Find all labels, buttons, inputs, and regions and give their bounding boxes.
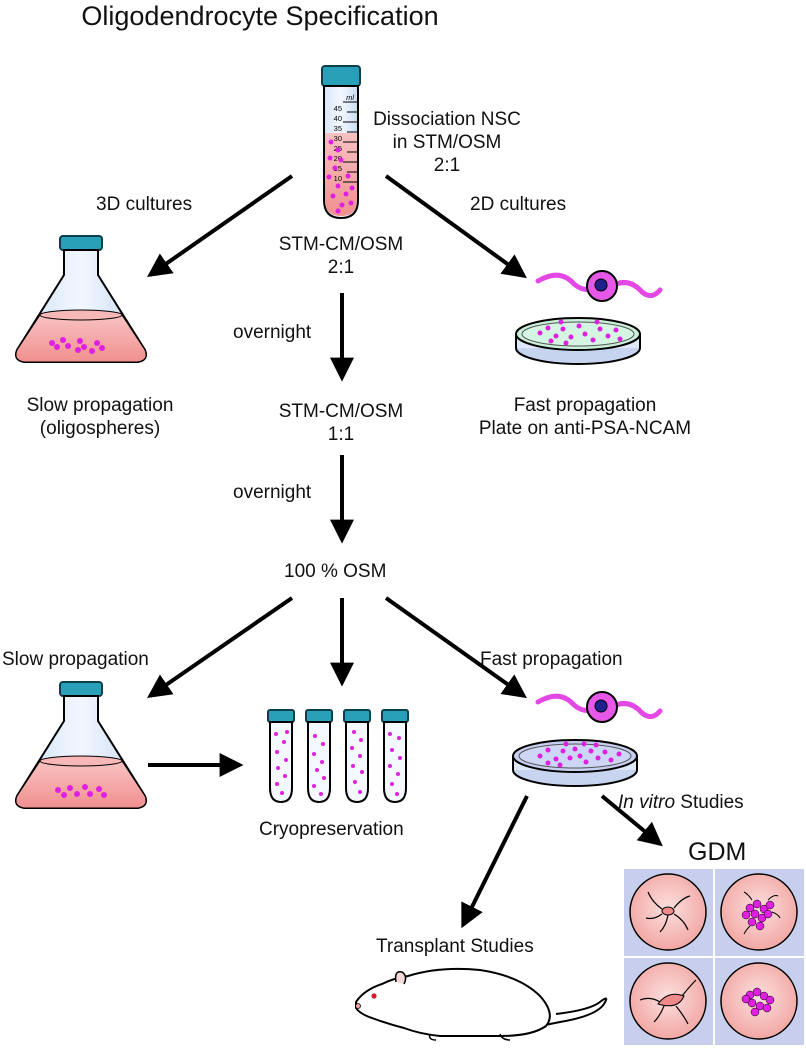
slow-propagation-label: Slow propagation (2, 649, 149, 670)
tube-scale-40: 40 (334, 114, 342, 123)
in-vitro-rest: Studies (675, 792, 744, 813)
fast-propagation-label: Fast propagation (480, 649, 623, 670)
dissociation-line-2: in STM/OSM (392, 132, 502, 153)
step1-line-1: STM-CM/OSM (278, 234, 404, 255)
transplant-studies-label: Transplant Studies (376, 936, 534, 957)
tube-scale-unit: ml (346, 93, 354, 102)
falcon-tube-icon: ml 45 40 35 30 25 20 15 10 (321, 65, 361, 220)
dissociation-line-1: Dissociation NSC (373, 109, 521, 130)
fast-propagation-top-line-1: Fast propagation (513, 395, 657, 416)
arrow-to-gdm (600, 794, 663, 847)
gdm-well-icon (624, 869, 713, 956)
arrow-to-fast (384, 596, 527, 699)
fast-propagation-top-line-2: Plate on anti-PSA-NCAM (478, 418, 692, 439)
step2-label: STM-CM/OSM 1:1 (256, 400, 426, 446)
tube-scale-35: 35 (334, 124, 342, 133)
arrow-to-3d (147, 174, 294, 278)
slow-propagation-top-line-1: Slow propagation (26, 395, 174, 416)
oligodendrocyte-cell-icon (535, 691, 663, 723)
diagram-title: Oligodendrocyte Specification (81, 1, 439, 31)
tube-scale-30: 30 (334, 134, 342, 143)
tube-scale-10: 10 (334, 174, 342, 183)
rat-icon (355, 967, 608, 1041)
dissociation-line-3: 2:1 (433, 155, 461, 176)
culture-flask-icon (14, 235, 148, 363)
oligodendrocyte-cell-icon (535, 270, 663, 302)
cryo-tube-icon (305, 709, 333, 804)
arrow-to-2d (384, 174, 527, 279)
overnight-label-1: overnight (233, 322, 312, 343)
cultures-3d-label: 3D cultures (96, 194, 193, 215)
petri-dish-icon (512, 739, 638, 787)
cryo-tube-icon (267, 709, 295, 804)
arrow-to-transplant (461, 795, 529, 929)
in-vitro-italic: In vitro (618, 792, 676, 813)
tube-scale-15: 15 (334, 164, 342, 173)
step2-line-2: 1:1 (327, 424, 355, 445)
slow-propagation-top-label: Slow propagation (oligospheres) (0, 394, 200, 440)
slow-propagation-top-line-2: (oligospheres) (39, 418, 161, 439)
culture-flask-icon (14, 681, 148, 809)
cryo-tube-icon (343, 709, 371, 804)
gdm-label: GDM (688, 838, 747, 866)
tube-scale-45: 45 (334, 104, 342, 113)
cryo-tube-icon (381, 709, 409, 804)
cryopreservation-label: Cryopreservation (259, 819, 404, 840)
gdm-well-icon (715, 958, 804, 1045)
in-vitro-studies-label: In vitro Studies (618, 791, 744, 814)
step3-label: 100 % OSM (284, 561, 387, 582)
dissociation-label: Dissociation NSC in STM/OSM 2:1 (362, 108, 532, 177)
step1-line-2: 2:1 (327, 257, 355, 278)
cryo-tubes-group (267, 709, 409, 804)
step1-label: STM-CM/OSM 2:1 (256, 233, 426, 279)
tube-scale-20: 20 (334, 154, 342, 163)
cultures-2d-label: 2D cultures (470, 194, 567, 215)
gdm-well-icon (715, 869, 804, 956)
petri-dish-icon (515, 317, 641, 365)
gdm-well-icon (624, 958, 713, 1045)
arrow-to-slow (147, 596, 294, 699)
step2-line-1: STM-CM/OSM (278, 401, 404, 422)
overnight-label-2: overnight (233, 482, 312, 503)
gdm-panel-grid (623, 868, 805, 1046)
fast-propagation-top-label: Fast propagation Plate on anti-PSA-NCAM (455, 394, 715, 440)
